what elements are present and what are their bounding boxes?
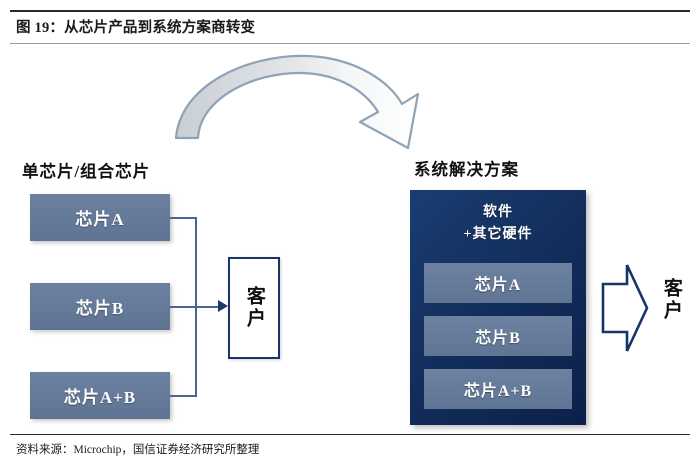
customer-box-left-label: 客户 bbox=[243, 286, 265, 330]
left-chip-box[interactable]: 芯片A bbox=[30, 194, 170, 241]
system-chip-box[interactable]: 芯片B bbox=[424, 316, 572, 356]
left-chip-box[interactable]: 芯片A+B bbox=[30, 372, 170, 419]
system-chip-box[interactable]: 芯片A+B bbox=[424, 369, 572, 409]
right-section-heading: 系统解决方案 bbox=[414, 160, 519, 179]
connector-spine bbox=[195, 217, 197, 397]
system-panel-caption: 软件 +其它硬件 bbox=[463, 205, 533, 242]
source-rule bbox=[10, 434, 690, 435]
page-title: 图 19：从芯片产品到系统方案商转变 bbox=[16, 20, 256, 36]
curved-transition-arrow bbox=[174, 54, 420, 150]
connector-line-bottom bbox=[170, 395, 196, 397]
system-chip-box[interactable]: 芯片A bbox=[424, 263, 572, 303]
connector-line-top bbox=[170, 217, 196, 219]
system-solution-panel: 软件 +其它硬件 芯片A 芯片B 芯片A+B bbox=[410, 190, 586, 425]
left-section-heading: 单芯片/组合芯片 bbox=[22, 162, 151, 181]
connector-line-middle bbox=[170, 306, 196, 308]
connector-arrowhead-icon bbox=[218, 300, 228, 312]
title-rule-bottom bbox=[10, 43, 690, 44]
title-rule-top bbox=[10, 10, 690, 12]
customer-box-left: 客户 bbox=[228, 257, 280, 359]
customer-label-right: 客户 bbox=[660, 278, 682, 322]
connector-line-to-customer bbox=[196, 306, 220, 308]
delivery-block-arrow-icon bbox=[601, 264, 649, 352]
source-note: 资料来源：Microchip，国信证券经济研究所整理 bbox=[16, 444, 260, 456]
left-chip-box[interactable]: 芯片B bbox=[30, 283, 170, 330]
